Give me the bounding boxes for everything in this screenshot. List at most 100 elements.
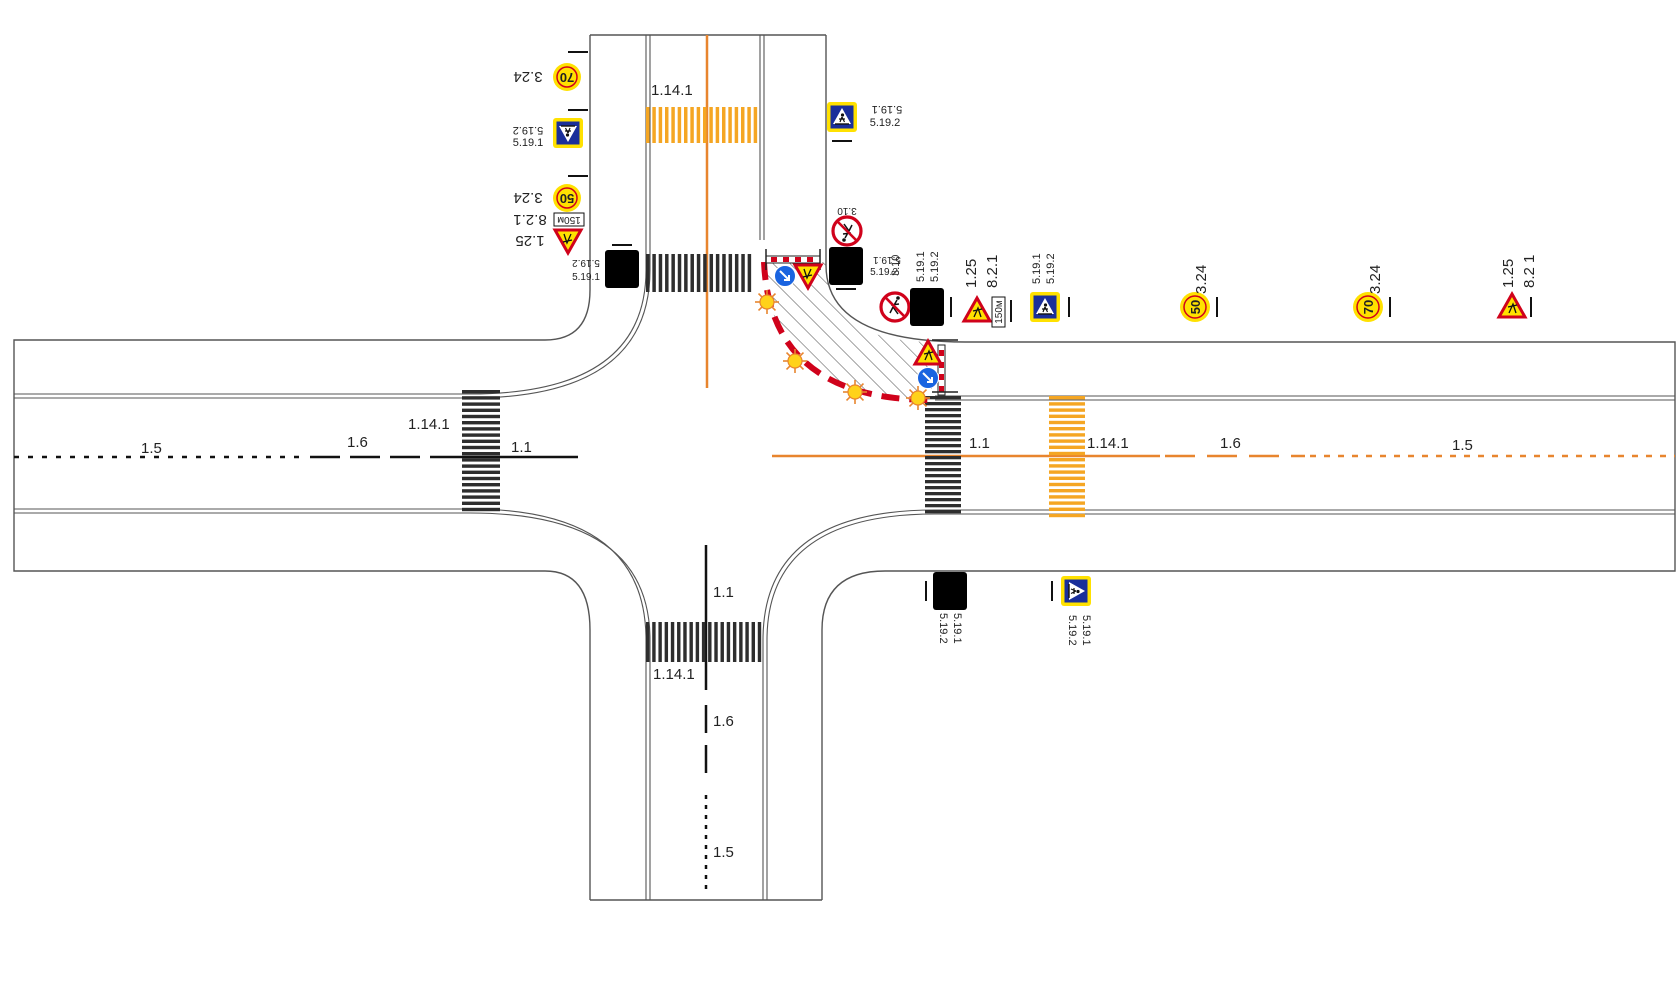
zebra-east-temporary-stripe (1049, 470, 1085, 474)
zebra-east-temporary-stripe (1049, 489, 1085, 493)
zebra-north-temporary-stripe (747, 107, 751, 143)
zebra-north-stripe (728, 254, 733, 292)
zebra-east-stripe (925, 402, 961, 406)
label-1-6-south: 1.6 (713, 713, 734, 730)
zebra-south-stripe (720, 622, 724, 662)
zebra-east-temporary-stripe (1049, 427, 1085, 431)
label-5-19-2-e-vertical-2: 5.19.2 (1045, 253, 1057, 284)
zebra-east-temporary-stripe (1049, 501, 1085, 505)
zebra-north (646, 254, 752, 292)
keep-right-sign-ne-corner (916, 366, 940, 390)
distance-plate-nw-text: 150м (557, 214, 581, 225)
flashing-lamp-icon (783, 349, 807, 373)
zebra-east-temporary-stripe (1049, 408, 1085, 412)
zebra-west-stripe (462, 458, 500, 462)
zebra-east-temporary (1049, 396, 1085, 518)
label-5-19-2-se-vertical: 5.19.2 (937, 613, 949, 644)
zebra-east-temporary-stripe (1049, 464, 1085, 468)
zebra-east (925, 396, 961, 514)
zebra-north-temporary-stripe (677, 107, 682, 143)
label-1-25-nw: 1.25 (515, 232, 544, 249)
label-5-19-1-ne-flipped: 5.19.1 (872, 103, 903, 115)
zebra-east-temporary-stripe (1049, 420, 1085, 425)
zebra-north-stripe (671, 254, 675, 292)
zebra-west-stripe (462, 427, 500, 431)
label-1-14-1-north: 1.14.1 (651, 82, 693, 99)
zebra-east-stripe (925, 510, 961, 514)
zebra-east-temporary-stripe (1049, 495, 1085, 499)
label-5-19-1-se-vertical-2: 5.19.1 (1080, 615, 1092, 646)
zebra-west-stripe (462, 495, 500, 499)
zebra-east-temporary-stripe (1049, 396, 1085, 400)
zebra-east-stripe (925, 444, 961, 448)
zebra-north-stripe (747, 254, 752, 292)
road-works-sign-nw (553, 228, 583, 255)
zebra-east-stripe (925, 396, 961, 400)
label-5-19-1-e-vertical-2: 5.19.1 (1031, 253, 1043, 284)
zebra-east-temporary-stripe (1049, 476, 1085, 481)
distance-plate-e1: 150м (991, 296, 1012, 328)
no-pedestrians-sign-n (831, 215, 863, 247)
zebra-west-stripe (462, 489, 500, 493)
zebra-west-stripe (462, 452, 500, 456)
zebra-east-stripe (925, 414, 961, 418)
label-1-14-1-south: 1.14.1 (653, 666, 695, 683)
zebra-west (462, 390, 500, 512)
label-1-5-west: 1.5 (141, 440, 162, 457)
speed-limit-70-sign-e: 70 (1353, 292, 1391, 322)
label-3-24-nw-2: 3.24 (513, 189, 542, 206)
zebra-west-stripe (462, 408, 500, 413)
zebra-south-stripe (701, 622, 706, 662)
zebra-east-stripe (925, 420, 961, 424)
zebra-east-stripe (925, 408, 961, 412)
zebra-north-stripe (734, 254, 739, 292)
zebra-east-temporary-stripe (1049, 414, 1085, 419)
zebra-north-stripe (741, 254, 745, 292)
label-5-19-1-se-vertical: 5.19.1 (951, 613, 963, 644)
zebra-west-stripe (462, 470, 500, 475)
zebra-north-stripe (652, 254, 656, 292)
barrier-board-east (932, 339, 958, 396)
pedestrian-crossing-sign-nw (552, 117, 584, 149)
zebra-east-temporary-stripe (1049, 507, 1085, 512)
pedestrian-crossing-sign-e (1029, 291, 1070, 323)
zebra-east-temporary-stripe (1049, 439, 1085, 443)
zebra-south-stripe (732, 622, 737, 662)
zebra-east-stripe (925, 456, 961, 460)
label-3-10-n-flipped: 3.10 (837, 205, 857, 216)
zebra-south-stripe (708, 622, 712, 662)
label-1-1-east: 1.1 (969, 435, 990, 452)
label-5-19-2-n: 5.19.2 (870, 267, 898, 278)
zebra-north-temporary-stripe (696, 107, 701, 143)
zebra-west-stripe (462, 421, 500, 425)
label-5-19-2-nw-small: 5.19.2 (572, 257, 600, 268)
zebra-east-temporary-stripe (1049, 482, 1085, 487)
zebra-north-temporary-stripe (728, 107, 732, 143)
zebra-south-stripe (751, 622, 755, 662)
flashing-lamp-icon (755, 290, 779, 314)
covered-sign-nw (605, 244, 639, 288)
zebra-east-stripe (925, 462, 961, 466)
zebra-north-temporary-stripe (715, 107, 720, 143)
label-5-19-2-nw-flipped: 5.19.2 (513, 124, 544, 136)
zebra-north-stripe (715, 254, 720, 292)
speed-limit-50-value: 50 (560, 191, 574, 206)
zebra-west-stripe (462, 402, 500, 406)
zebra-north-stripe (658, 254, 663, 292)
label-5-19-2-se-vertical-2: 5.19.2 (1066, 615, 1078, 646)
zebra-north-temporary-stripe (722, 107, 726, 143)
zebra-north-temporary (646, 107, 758, 143)
zebra-north-stripe (703, 254, 707, 292)
zebra-north-temporary-stripe (703, 107, 707, 143)
zebra-east-stripe (925, 480, 961, 484)
road-outline (13, 34, 1676, 901)
zebra-north-stripe (665, 254, 669, 292)
label-5-19-2-e-vertical: 5.19.2 (929, 251, 941, 282)
flashing-lamp-icon (843, 380, 867, 404)
zebra-south-stripe (757, 622, 762, 662)
zebra-north-temporary-stripe (741, 107, 745, 143)
label-5-19-2-ne: 5.19.2 (870, 117, 901, 129)
zebra-east-stripe (925, 492, 961, 496)
zebra-east-temporary-stripe (1049, 513, 1085, 518)
label-1-25-e2-vertical: 1.25 (1500, 259, 1517, 288)
